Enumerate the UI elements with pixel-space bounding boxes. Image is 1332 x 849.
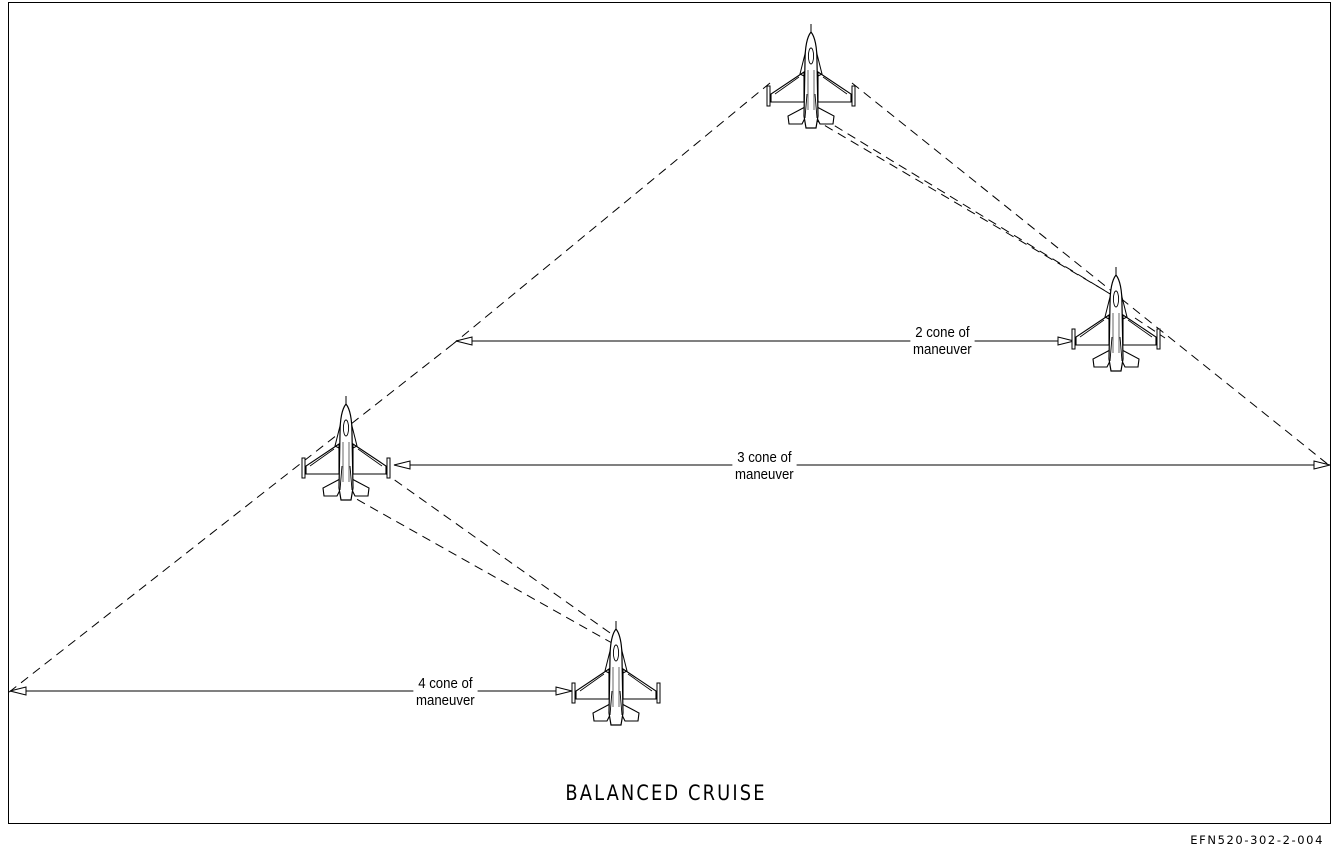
cone-line-lead-to-dash2-a bbox=[811, 117, 1115, 297]
cone4-arrowhead-right bbox=[555, 686, 573, 696]
cone4-label-line1: 4 cone of bbox=[418, 675, 473, 692]
cone-line-dash3-to-dash4-a bbox=[343, 491, 613, 644]
cone-line-lead-left-outer bbox=[7, 343, 454, 694]
cone4-label: 4 cone of maneuver bbox=[413, 675, 478, 709]
aircraft-dash4-icon bbox=[571, 620, 661, 726]
cone-line-lead-right bbox=[851, 82, 1331, 467]
figure-code: EFN520-302-2-004 bbox=[1190, 833, 1324, 847]
cone4-label-line2: maneuver bbox=[416, 692, 475, 709]
cone-line-lead-left bbox=[452, 82, 771, 345]
cone4-arrowhead-left bbox=[9, 686, 27, 696]
cone2-arrowhead-left bbox=[455, 336, 473, 346]
aircraft-dash3-icon bbox=[301, 395, 391, 501]
cone3-label: 3 cone of maneuver bbox=[732, 449, 797, 483]
cone3-arrowhead-left bbox=[393, 460, 411, 470]
cone2-label-line1: 2 cone of bbox=[915, 324, 970, 341]
cone2-arrowhead-right bbox=[1057, 336, 1075, 346]
cone3-arrowhead-right bbox=[1313, 460, 1331, 470]
cone-line-dash3-to-dash4-b bbox=[357, 453, 621, 641]
cone-line-lead-to-dash2-b bbox=[821, 117, 1121, 301]
diagram-border bbox=[8, 2, 1331, 824]
aircraft-lead-icon bbox=[766, 23, 856, 129]
cone2-label: 2 cone of maneuver bbox=[910, 324, 975, 358]
diagram-title: BALANCED CRUISE bbox=[565, 781, 767, 805]
cone2-label-line2: maneuver bbox=[913, 341, 972, 358]
cone3-label-line1: 3 cone of bbox=[737, 449, 792, 466]
cone3-label-line2: maneuver bbox=[735, 466, 794, 483]
